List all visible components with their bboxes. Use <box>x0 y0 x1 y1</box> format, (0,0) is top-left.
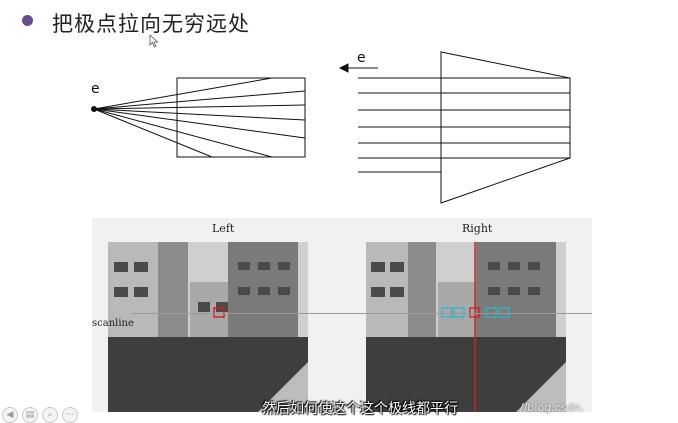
epipole-point <box>91 106 97 112</box>
candidate-match-boxes <box>441 307 510 318</box>
right-image-caption: Right <box>462 222 493 235</box>
left-image-caption: Left <box>212 222 235 235</box>
parallel-epipolar-diagram <box>358 51 571 204</box>
back-icon[interactable]: ◀ <box>2 407 18 423</box>
slides-icon[interactable]: ▤ <box>22 407 38 423</box>
left-stereo-image <box>108 242 308 412</box>
scanline <box>132 313 592 314</box>
converging-epipolar-diagram <box>93 77 306 158</box>
epipolar-diagrams: e e <box>91 50 571 204</box>
scanline-label: scanline <box>92 318 134 329</box>
mouse-cursor-icon <box>149 34 159 48</box>
watermark-text: //blog.csdn. <box>520 401 584 414</box>
slideshow-toolbar: ◀ ▤ ⌕ ⋯ <box>2 407 78 423</box>
right-stereo-image <box>366 242 566 412</box>
zoom-icon[interactable]: ⌕ <box>42 407 58 423</box>
menu-icon[interactable]: ⋯ <box>62 407 78 423</box>
stereo-image-figure: Left Right <box>92 218 592 412</box>
video-subtitle: 然后如何使这个这个极线都平行 <box>262 401 458 417</box>
left-arrow-icon <box>338 63 378 73</box>
slide-title: 把极点拉向无穷远处 <box>52 12 250 36</box>
right-epipole-label: e <box>357 50 366 66</box>
left-epipole-label: e <box>91 81 100 97</box>
bullet-icon <box>22 15 33 26</box>
